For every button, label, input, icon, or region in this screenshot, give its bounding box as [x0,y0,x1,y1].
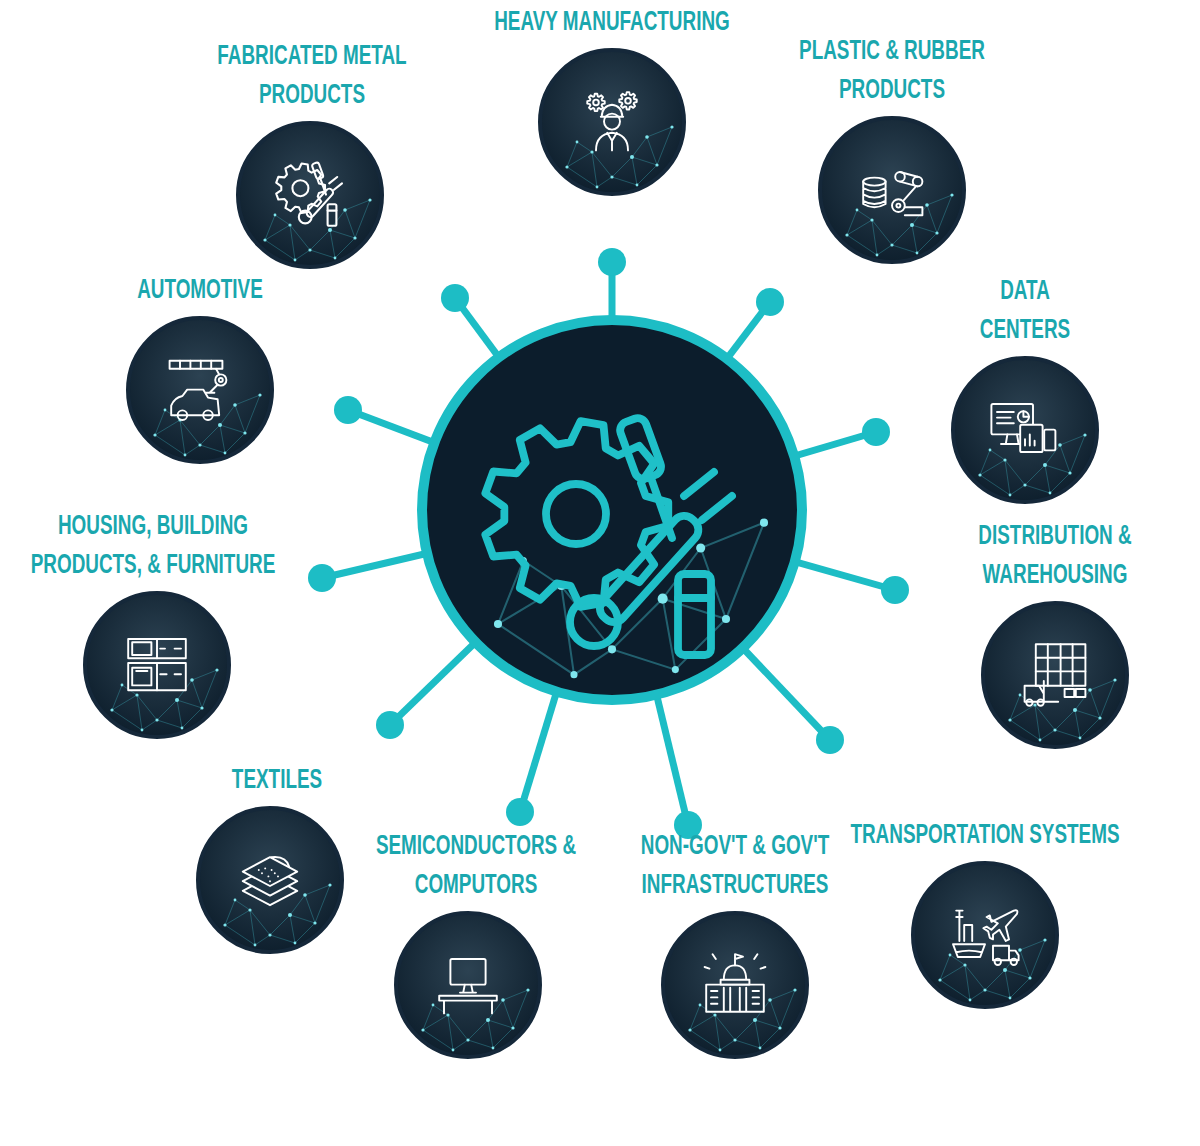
disc-fill [913,863,1057,1007]
sector-label: HOUSING, BUILDING PRODUCTS, & FURNITURE [13,506,293,584]
network-texture [110,668,218,731]
network-texture [223,883,331,946]
network-texture [263,198,371,261]
sector-circle: DISTRIBUTION & WAREHOUSING [980,600,1130,750]
sector-circle: TRANSPORTATION SYSTEMS [910,860,1060,1010]
sector-disc [235,120,385,270]
sector-icon [276,162,342,226]
sector-label: TEXTILES [190,760,365,799]
label-stack: FABRICATED METAL PRODUCTS [193,36,431,114]
spoke-dot [308,248,909,839]
disc-fill [396,913,540,1057]
sector-disc [660,910,810,1060]
sector-disc [980,600,1130,750]
network-texture [688,988,796,1051]
sector-disc [82,590,232,740]
sector-disc [537,47,687,197]
sector-circle: DATA CENTERS [950,355,1100,505]
sector-icon [170,361,227,420]
label-stack: NON-GOV'T & GOV'T INFRASTRUCTURES [620,826,851,904]
disc-fill [85,593,229,737]
label-stack: TEXTILES [190,760,365,799]
label-stack: DISTRIBUTION & WAREHOUSING [950,516,1160,594]
sector-circle: SEMICONDUCTORS & COMPUTORS [393,910,543,1060]
sector-circle: HOUSING, BUILDING PRODUCTS, & FURNITURE [82,590,232,740]
label-stack: SEMICONDUCTORS & COMPUTORS [361,826,592,904]
disc-fill [953,358,1097,502]
sector-circle: NON-GOV'T & GOV'T INFRASTRUCTURES [660,910,810,1060]
disc-fill [128,318,272,462]
disc-fill [663,913,807,1057]
sector-icon [128,639,186,690]
network-texture [421,988,529,1051]
disc-fill [198,808,342,952]
hub-circle [422,320,802,700]
sector-disc [195,805,345,955]
label-stack: TRANSPORTATION SYSTEMS [821,815,1150,854]
sector-disc [950,355,1100,505]
sector-circle: TEXTILES [195,805,345,955]
label-stack: PLASTIC & RUBBER PRODUCTS [777,31,1008,109]
label-stack: AUTOMOTIVE [95,270,305,309]
disc-fill [983,603,1127,747]
sector-disc [910,860,1060,1010]
sector-label: SEMICONDUCTORS & COMPUTORS [361,826,592,904]
sector-circle: AUTOMOTIVE [125,315,275,465]
sector-label: PLASTIC & RUBBER PRODUCTS [777,31,1008,109]
sector-icon [953,910,1019,965]
sector-icon [439,959,497,1013]
sector-icon [1025,644,1086,706]
label-stack: DATA CENTERS [966,271,1085,349]
sector-label: DISTRIBUTION & WAREHOUSING [950,516,1160,594]
disc-fill [238,123,382,267]
sector-label: NON-GOV'T & GOV'T INFRASTRUCTURES [620,826,851,904]
sector-label: FABRICATED METAL PRODUCTS [193,36,431,114]
sector-icon [991,404,1055,452]
sector-circle: HEAVY MANUFACTURING [537,47,687,197]
disc-fill [540,50,684,194]
sector-icon [705,954,766,1012]
sector-circle: PLASTIC & RUBBER PRODUCTS [817,115,967,265]
sector-label: AUTOMOTIVE [95,270,305,309]
hub-spoke [322,262,895,825]
sector-disc [125,315,275,465]
sector-disc [817,115,967,265]
sector-icon [587,92,636,150]
sector-label: TRANSPORTATION SYSTEMS [821,815,1150,854]
sector-label: DATA CENTERS [966,271,1085,349]
network-texture [845,193,953,256]
disc-fill [820,118,964,262]
sector-circle: FABRICATED METAL PRODUCTS [235,120,385,270]
label-stack: HEAVY MANUFACTURING [458,2,766,41]
network-texture [153,393,261,456]
tools-icon [485,416,732,655]
sector-label: HEAVY MANUFACTURING [458,2,766,41]
sector-icon [863,172,922,215]
sector-disc [393,910,543,1060]
label-stack: HOUSING, BUILDING PRODUCTS, & FURNITURE [13,506,293,584]
sector-icon [243,857,297,905]
